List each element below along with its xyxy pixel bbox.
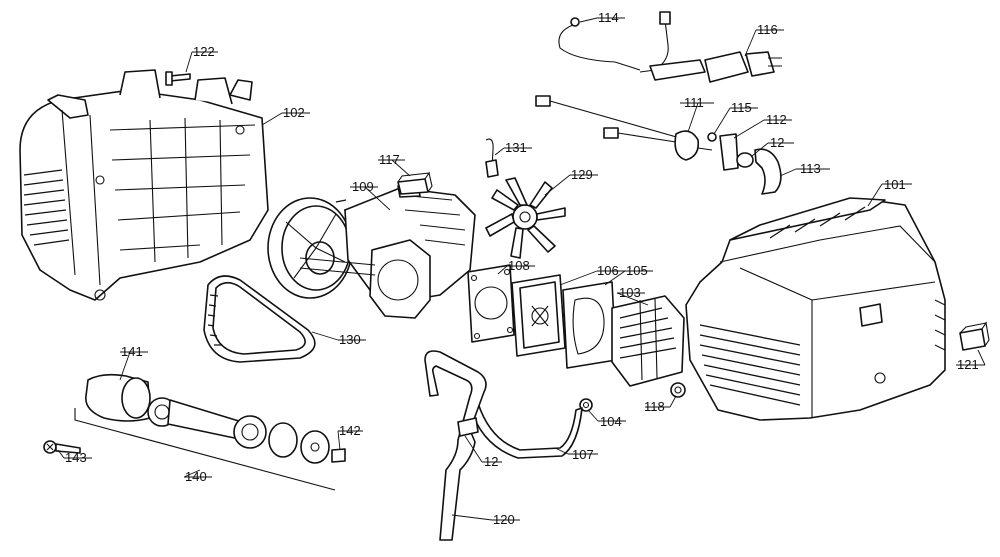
part-labels: 101 102 103 104 105 106 107 108 109 111 … — [65, 10, 979, 527]
label-140: 140 — [185, 469, 207, 484]
fan-129-drawing — [485, 177, 566, 259]
screw-122-drawing — [165, 71, 191, 86]
hose-120-drawing — [424, 350, 487, 541]
valve-plate-106-drawing — [511, 274, 566, 357]
label-120: 120 — [493, 512, 515, 527]
label-111: 111 — [684, 95, 704, 110]
label-143: 143 — [65, 450, 87, 465]
label-118: 118 — [644, 399, 665, 414]
label-112: 112 — [766, 112, 787, 127]
label-129: 129 — [571, 167, 593, 182]
motor-pump-drawing — [267, 184, 476, 319]
left-shroud-drawing — [19, 69, 269, 301]
right-shroud-drawing — [685, 197, 946, 421]
outlet-tube-107-drawing — [469, 402, 583, 459]
screw-118-drawing — [670, 382, 686, 398]
foam-pad-117-drawing — [397, 171, 433, 195]
gasket-108-drawing — [467, 264, 515, 343]
screw-143-drawing — [43, 440, 81, 454]
label-107: 107 — [572, 447, 594, 462]
connecting-rod-kit-140-drawing — [74, 373, 346, 491]
pressure-sensor-111-drawing — [535, 95, 713, 161]
thermal-sensor-131-drawing — [485, 138, 499, 178]
label-115: 115 — [731, 100, 752, 115]
label-104: 104 — [600, 414, 622, 429]
label-106: 106 — [597, 263, 619, 278]
label-102: 102 — [283, 105, 305, 120]
gasket-105-drawing — [562, 281, 617, 369]
label-109: 109 — [352, 179, 374, 194]
label-121: 121 — [957, 357, 979, 372]
label-113: 113 — [800, 161, 821, 176]
switch-121-drawing — [959, 321, 990, 351]
ground-wire-114-drawing — [558, 17, 641, 71]
label-141: 141 — [121, 344, 143, 359]
cylinder-head-103-drawing — [611, 295, 685, 387]
label-122: 122 — [193, 44, 215, 59]
label-130: 130 — [339, 332, 361, 347]
clamp-104-drawing — [579, 398, 593, 412]
leader-lines — [57, 17, 986, 521]
label-114: 114 — [598, 10, 619, 25]
belt-130-drawing — [203, 275, 316, 363]
fittings-115-112-113-drawing — [707, 132, 782, 195]
label-103: 103 — [619, 285, 641, 300]
power-cord-116-drawing — [639, 11, 782, 83]
label-12-upper: 12 — [770, 135, 784, 150]
label-131: 131 — [505, 140, 527, 155]
label-142: 142 — [339, 423, 361, 438]
label-108: 108 — [508, 258, 530, 273]
label-117: 117 — [379, 152, 400, 167]
label-105: 105 — [626, 263, 648, 278]
label-12-lower: 12 — [484, 454, 498, 469]
label-101: 101 — [884, 177, 906, 192]
label-116: 116 — [757, 22, 778, 37]
